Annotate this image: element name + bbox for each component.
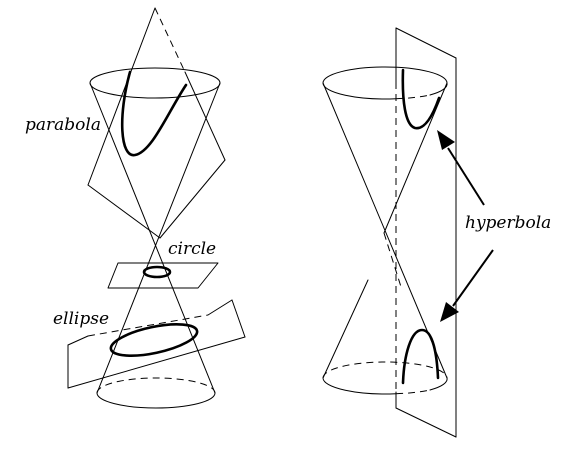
circle-plane xyxy=(107,262,219,289)
hyperbola-plane xyxy=(395,27,457,438)
parabola-plane-edge-top-hidden xyxy=(154,7,186,73)
arrow-upper-head xyxy=(437,130,455,150)
arrow-lower-shaft xyxy=(452,249,494,307)
ellipse-plane-edge-right xyxy=(231,299,246,338)
ellipse-plane-edge-top-right xyxy=(207,299,233,316)
ellipse-plane xyxy=(67,299,246,389)
parabola-plane-edge-bottom-right xyxy=(159,159,226,239)
right-bottom-rim-back xyxy=(322,361,448,379)
parabola-plane xyxy=(87,7,226,239)
right-double-cone xyxy=(322,66,448,395)
left-cone-generator-1 xyxy=(89,82,216,394)
right-bottom-rim-front-right xyxy=(429,377,448,391)
hyperbola-plane-edge-top xyxy=(395,27,457,59)
hyperbola-plane-edge-bottom xyxy=(395,407,457,438)
right-top-rim-front-left xyxy=(322,82,397,100)
ellipse-plane-edge-bottom xyxy=(67,336,246,389)
right-cone-generator-2-lower xyxy=(322,279,369,379)
left-bottom-rim-front xyxy=(96,392,216,409)
hyperbola-upper-branch xyxy=(401,68,441,130)
parabola-plane-edge-left xyxy=(87,7,156,186)
hyperbola-lower-branch xyxy=(401,328,440,385)
circle-plane-outline xyxy=(107,262,219,289)
parabola-label: parabola xyxy=(25,115,101,135)
ellipse-curve xyxy=(109,323,199,357)
parabola-plane-edge-right xyxy=(184,71,226,161)
circle-curve xyxy=(142,265,172,279)
parabola-plane-edge-bottom xyxy=(87,184,161,239)
arrow-upper-shaft xyxy=(447,147,485,206)
left-top-rim xyxy=(89,67,221,99)
arrow-lower-head xyxy=(440,302,459,322)
left-bottom-rim-back xyxy=(96,377,216,394)
ellipse-plane-edge-top-hidden xyxy=(87,314,209,337)
parabola-curve xyxy=(120,70,188,157)
right-top-rim-behind-plane xyxy=(395,94,431,100)
ellipse-plane-edge-top-left xyxy=(67,335,89,346)
right-cone-generator-2-upper xyxy=(383,82,448,234)
hyperbola-label: hyperbola xyxy=(465,213,552,233)
right-cone-generator-2-hidden xyxy=(383,232,403,291)
ellipse-label: ellipse xyxy=(53,309,110,329)
left-double-cone xyxy=(89,67,221,409)
right-top-rim-back xyxy=(322,66,448,84)
right-bottom-rim-front-left xyxy=(322,377,397,395)
right-bottom-rim-behind-plane xyxy=(395,389,431,395)
hyperbola-arrows xyxy=(437,130,494,322)
circle-label: circle xyxy=(168,239,217,259)
